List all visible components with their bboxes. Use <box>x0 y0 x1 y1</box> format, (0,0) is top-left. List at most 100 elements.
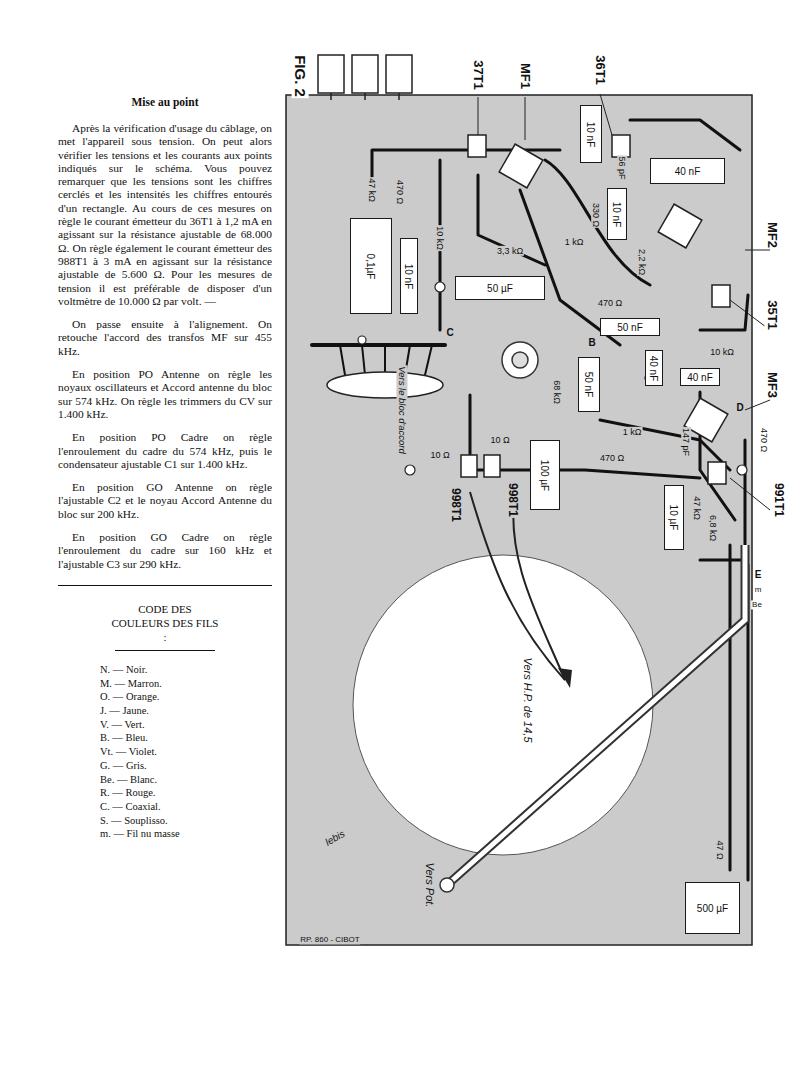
wire <box>630 120 740 150</box>
capacitor-box: 100 µF <box>530 440 560 510</box>
colour-code-line: Vt. — Violet. <box>58 745 272 759</box>
component-value: 1 kΩ <box>622 427 643 437</box>
capacitor-value: 500 µF <box>697 903 728 914</box>
tube-symbol <box>318 55 344 93</box>
capacitor-value: 10 nF <box>586 121 597 147</box>
heading-rule <box>115 650 215 651</box>
code-heading: CODE DES COULEURS DES FILS : <box>110 602 220 644</box>
wire <box>700 440 745 560</box>
capacitor-value: 10 nF <box>612 201 623 227</box>
component-value: 330 Ω <box>591 202 601 228</box>
wire-group <box>312 120 748 880</box>
capacitor-box: 50 nF <box>578 357 600 412</box>
part-name: 998T1 <box>505 482 519 518</box>
body-paragraph: En position GO Antenne on règle l'ajusta… <box>58 481 272 521</box>
part-name: 35T1 <box>765 299 780 331</box>
shielded-cable <box>447 545 745 885</box>
part-name: MF3 <box>765 371 780 399</box>
transistor-symbol <box>468 135 486 157</box>
note-label: Vers Pot. <box>424 862 437 909</box>
capacitor-value: 0,1µF <box>366 253 377 279</box>
capacitor-box: 10 nF <box>400 238 418 314</box>
colour-code-line: R. — Rouge. <box>58 786 272 800</box>
component-value: 68 kΩ <box>552 379 562 405</box>
part-name: 36T1 <box>593 54 608 86</box>
component-value: 10 kΩ <box>435 225 445 251</box>
cable-end <box>327 372 443 398</box>
colour-code-line: C. — Coaxial. <box>58 800 272 814</box>
part-name: 991T1 <box>771 482 785 518</box>
capacitor-box: 40 nF <box>650 158 725 184</box>
arrowhead <box>558 668 572 688</box>
capacitor-value: 40 nF <box>675 166 701 177</box>
component-value: 10 kΩ <box>709 347 735 357</box>
colour-code-section: CODE DES COULEURS DES FILS : N. — Noir.M.… <box>58 585 272 841</box>
capacitor-value: 40 nF <box>687 372 713 383</box>
component-value: m <box>754 585 763 594</box>
note-label: lebis <box>322 827 347 848</box>
colour-code-line: S. — Souplisso. <box>58 814 272 828</box>
body-paragraph: En position GO Cadre on règle l'enroulem… <box>58 531 272 571</box>
test-point <box>405 465 415 475</box>
component-value: 6,8 kΩ <box>708 514 718 542</box>
component-value: 47 kΩ <box>367 177 377 203</box>
colour-code-line: M. — Marron. <box>58 677 272 691</box>
capacitor-box: 40 nF <box>645 350 663 386</box>
transistor-group <box>461 135 730 484</box>
cable-end <box>440 878 454 892</box>
component-value: 470 Ω <box>599 453 625 463</box>
component-value: 10 Ω <box>429 450 450 460</box>
wire <box>340 345 432 375</box>
twisted-pair <box>470 492 565 680</box>
colour-code-line: J. — Jaune. <box>58 704 272 718</box>
part-name: 37T1 <box>471 59 486 91</box>
transistor-symbol <box>461 455 477 477</box>
wire <box>470 470 700 478</box>
capacitor-box: 10 nF <box>607 188 627 240</box>
colour-code-line: O. — Orange. <box>58 690 272 704</box>
capacitor-value: 50 nF <box>617 322 643 333</box>
potentiometer-shaft <box>512 352 528 368</box>
note-label: Vers H.P. de 14,5 <box>522 657 535 744</box>
note-label: RP. 860 - CIBOT <box>299 935 360 944</box>
component-value: 3,3 kΩ <box>496 246 524 256</box>
capacitor-box: 10 µF <box>664 485 684 550</box>
component-value: 147 pF <box>681 427 691 457</box>
capacitor-value: 100 µF <box>540 459 551 490</box>
capacitor-box: 0,1µF <box>350 218 392 314</box>
capacitor-value: 50 nF <box>584 372 595 398</box>
colour-code-line: V. — Vert. <box>58 718 272 732</box>
part-name: MF1 <box>518 62 533 90</box>
component-value: 2,2 kΩ <box>637 248 647 276</box>
chassis-plate <box>286 95 752 945</box>
component-value: 1 kΩ <box>564 237 585 247</box>
shielded-cable <box>447 545 745 885</box>
tube-symbol <box>386 55 412 93</box>
tube-lead <box>331 93 399 100</box>
wire <box>478 175 545 265</box>
transistor-symbol <box>612 135 630 157</box>
component-value: C <box>445 327 454 339</box>
colour-code-line: N. — Noir. <box>58 663 272 677</box>
capacitor-value: 40 nF <box>649 355 660 381</box>
body-paragraph: On passe ensuite à l'alignement. On reto… <box>58 318 272 358</box>
tube-symbol <box>352 55 378 93</box>
test-point <box>435 282 445 292</box>
colour-code-line: G. — Gris. <box>58 759 272 773</box>
potentiometer-symbol <box>502 342 538 378</box>
leader-line <box>478 94 770 510</box>
component-value: 470 Ω <box>395 179 405 205</box>
capacitor-value: 10 µF <box>669 505 680 531</box>
component-value: 470 Ω <box>597 298 623 308</box>
component-value: 56 pF <box>617 155 627 180</box>
capacitor-box: 40 nF <box>680 368 720 386</box>
component-value: E <box>754 569 763 581</box>
capacitor-value: 10 nF <box>404 263 415 289</box>
component-value: 47 Ω <box>715 839 725 860</box>
colour-code-line: Be. — Blanc. <box>58 773 272 787</box>
colour-code-line: B. — Bleu. <box>58 731 272 745</box>
capacitor-box: 10 nF <box>580 105 602 163</box>
capacitor-box: 500 µF <box>685 882 740 934</box>
body-paragraph: En position PO Cadre on règle l'enroulem… <box>58 431 272 471</box>
capacitor-value: 50 µF <box>487 283 513 294</box>
